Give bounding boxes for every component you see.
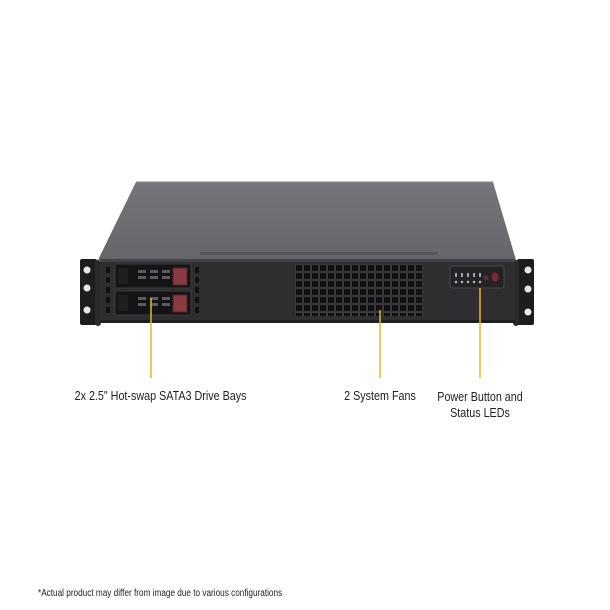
- drive-bay-2: [114, 290, 192, 316]
- right-rack-ear: [513, 259, 534, 326]
- callout-label-system-fans: 2 System Fans: [344, 389, 416, 403]
- fan-grille: [295, 264, 423, 316]
- callout-label-drive-bays: 2x 2.5" Hot-swap SATA3 Drive Bays: [74, 389, 247, 403]
- disclaimer-footnote: *Actual product may differ from image du…: [38, 588, 283, 599]
- drive-bay-1: [114, 263, 192, 289]
- chassis-top-cover: [98, 182, 516, 260]
- control-panel: [449, 265, 505, 289]
- reset-button: [483, 275, 489, 281]
- left-rack-ear: [80, 259, 101, 326]
- callout-lines: [150, 288, 481, 378]
- power-button: [490, 271, 500, 283]
- callout-label-power-leds-line2: Status LEDs: [450, 406, 510, 420]
- callout-label-power-leds-line1: Power Button and: [437, 390, 523, 404]
